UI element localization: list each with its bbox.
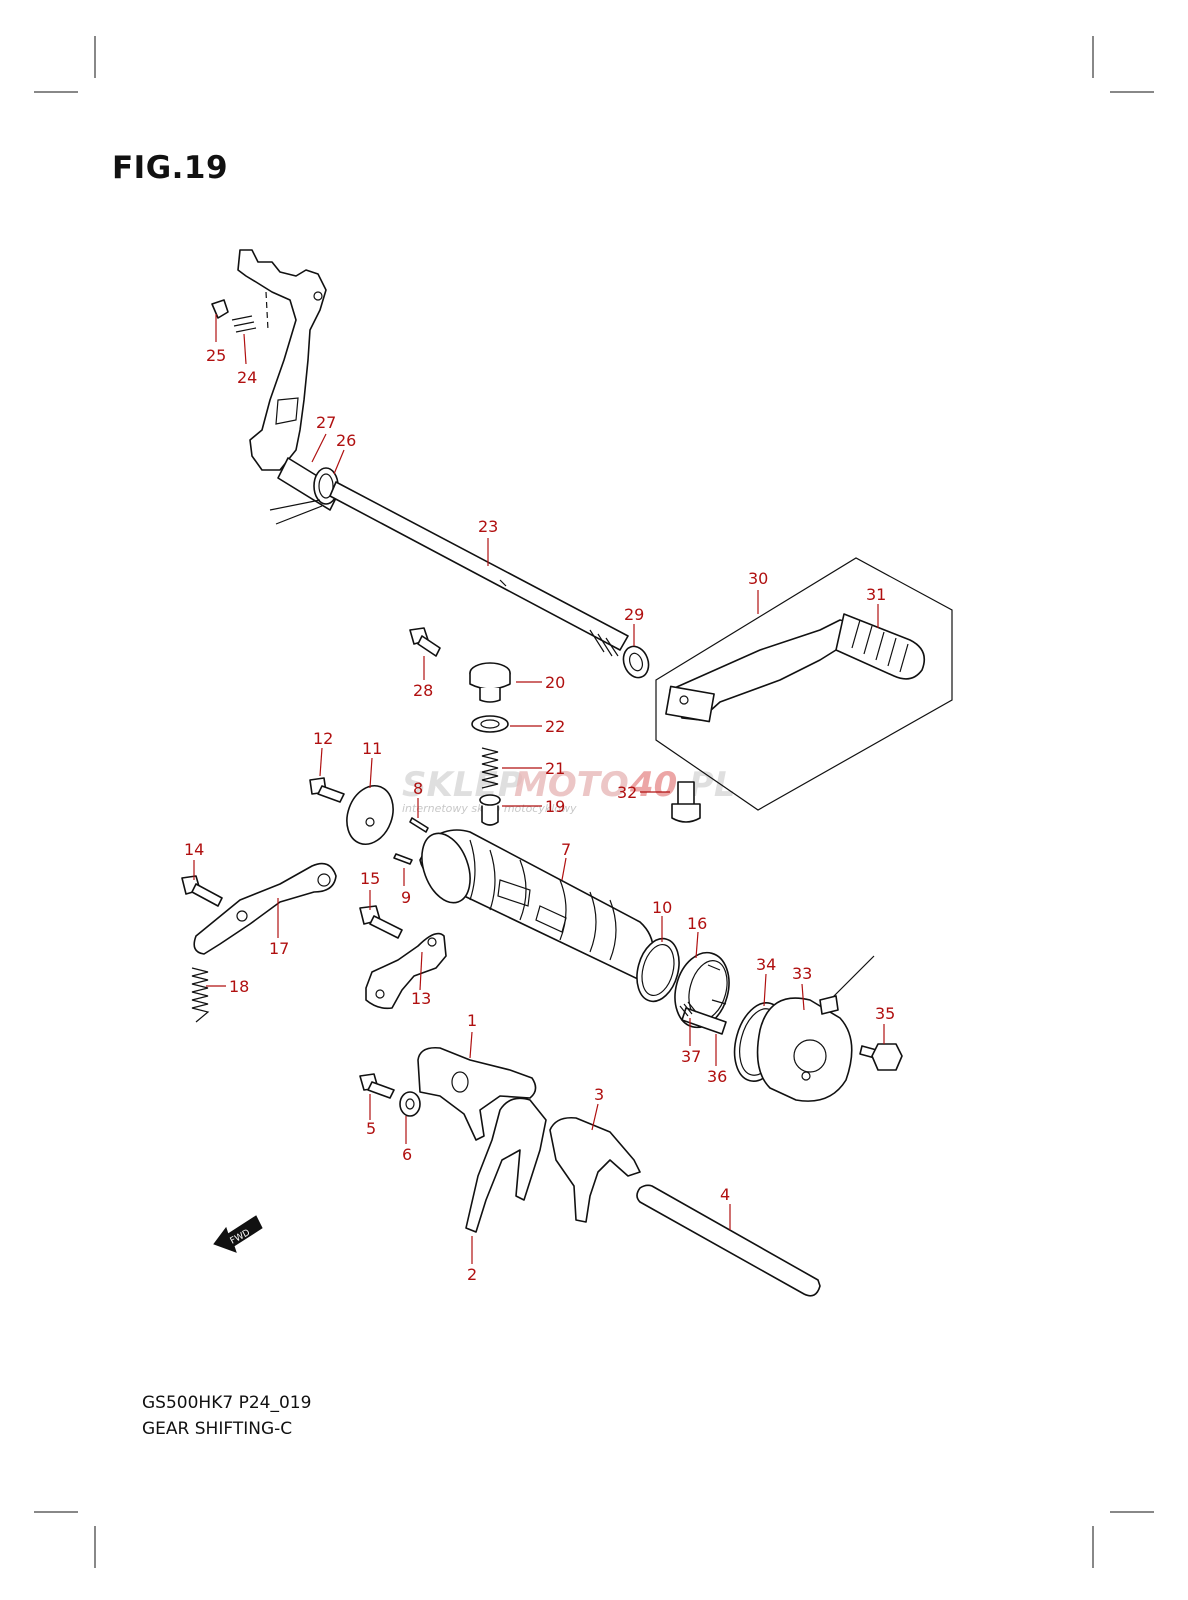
bolt-12: [309, 777, 345, 803]
watermark-brand-a: SKLEP: [402, 765, 523, 805]
bolt-28: [409, 627, 441, 657]
callout-7: 7: [561, 840, 571, 859]
fork-shaft-4: [636, 1184, 821, 1297]
callout-18: 18: [229, 977, 249, 996]
spring-37: [679, 1001, 697, 1017]
pin-8: [409, 817, 429, 833]
cap-bolt-20: [469, 662, 511, 703]
callout-28: 28: [413, 681, 433, 700]
pin-9: [393, 853, 413, 865]
callout-13: 13: [411, 989, 431, 1008]
figure-title: FIG.19: [112, 150, 229, 186]
section-name: GEAR SHIFTING-C: [142, 1419, 293, 1439]
shift-fork-3: [549, 1116, 641, 1223]
bolt-32: [671, 781, 701, 823]
callout-4: 4: [720, 1185, 730, 1204]
fwd-arrow-icon: FWD: [213, 1215, 263, 1253]
stopper-lever-17: [193, 862, 337, 955]
callout-26: 26: [336, 431, 356, 450]
watermark-brand-b: MOTO: [514, 765, 629, 805]
callout-30: 30: [748, 569, 768, 588]
spring-18: [191, 967, 210, 1023]
callout-33: 33: [792, 964, 812, 983]
bolt-15: [359, 905, 403, 939]
callout-22: 22: [545, 717, 565, 736]
shift-arm-assembly: [211, 249, 341, 525]
stopper-19: [479, 794, 501, 826]
leader-lines: [193, 314, 885, 1264]
ring-10: [636, 937, 680, 1003]
watermark-brand-c: 40: [629, 765, 677, 805]
neutral-switch-33: [756, 955, 875, 1102]
callout-27: 27: [316, 413, 336, 432]
callout-21: 21: [545, 759, 565, 778]
callout-17: 17: [269, 939, 289, 958]
crop-marks: [34, 36, 1154, 1568]
bolt-14: [181, 875, 223, 907]
shift-shaft: [329, 481, 629, 657]
shift-fork-1: [417, 1046, 537, 1141]
washer-6: [399, 1091, 421, 1117]
callout-2: 2: [467, 1265, 477, 1284]
callout-25: 25: [206, 346, 226, 365]
spring-21: [481, 747, 499, 789]
bolt-35: [859, 1043, 903, 1071]
callout-34: 34: [756, 955, 776, 974]
callout-15: 15: [360, 869, 380, 888]
callout-14: 14: [184, 840, 204, 859]
gearshift-lever: [655, 557, 953, 811]
callout-10: 10: [652, 898, 672, 917]
callout-29: 29: [624, 605, 644, 624]
callout-19: 19: [545, 797, 565, 816]
model-code: GS500HK7 P24_019: [142, 1393, 312, 1413]
bolt-5: [359, 1073, 395, 1099]
callout-37: 37: [681, 1047, 701, 1066]
callout-9: 9: [401, 888, 411, 907]
callout-16: 16: [687, 914, 707, 933]
callout-24: 24: [237, 368, 257, 387]
washer-22: [471, 715, 509, 733]
oil-seal: [622, 645, 650, 679]
callout-20: 20: [545, 673, 565, 692]
callout-8: 8: [413, 779, 423, 798]
callout-35: 35: [875, 1004, 895, 1023]
callout-31: 31: [866, 585, 886, 604]
shift-fork-2: [465, 1097, 547, 1233]
callout-5: 5: [366, 1119, 376, 1138]
callout-23: 23: [478, 517, 498, 536]
callout-3: 3: [594, 1085, 604, 1104]
pin-36: [681, 1007, 727, 1035]
callouts: 25 24 27 26 23 29 30 31 28 20 22 21 19 3…: [184, 346, 895, 1284]
plate-11: [346, 785, 394, 845]
callout-6: 6: [402, 1145, 412, 1164]
callout-1: 1: [467, 1011, 477, 1030]
callout-32: 32: [617, 783, 637, 802]
callout-11: 11: [362, 739, 382, 758]
plate-13: [365, 932, 447, 1010]
callout-12: 12: [313, 729, 333, 748]
gearshift-cam: [419, 829, 655, 981]
callout-36: 36: [707, 1067, 727, 1086]
